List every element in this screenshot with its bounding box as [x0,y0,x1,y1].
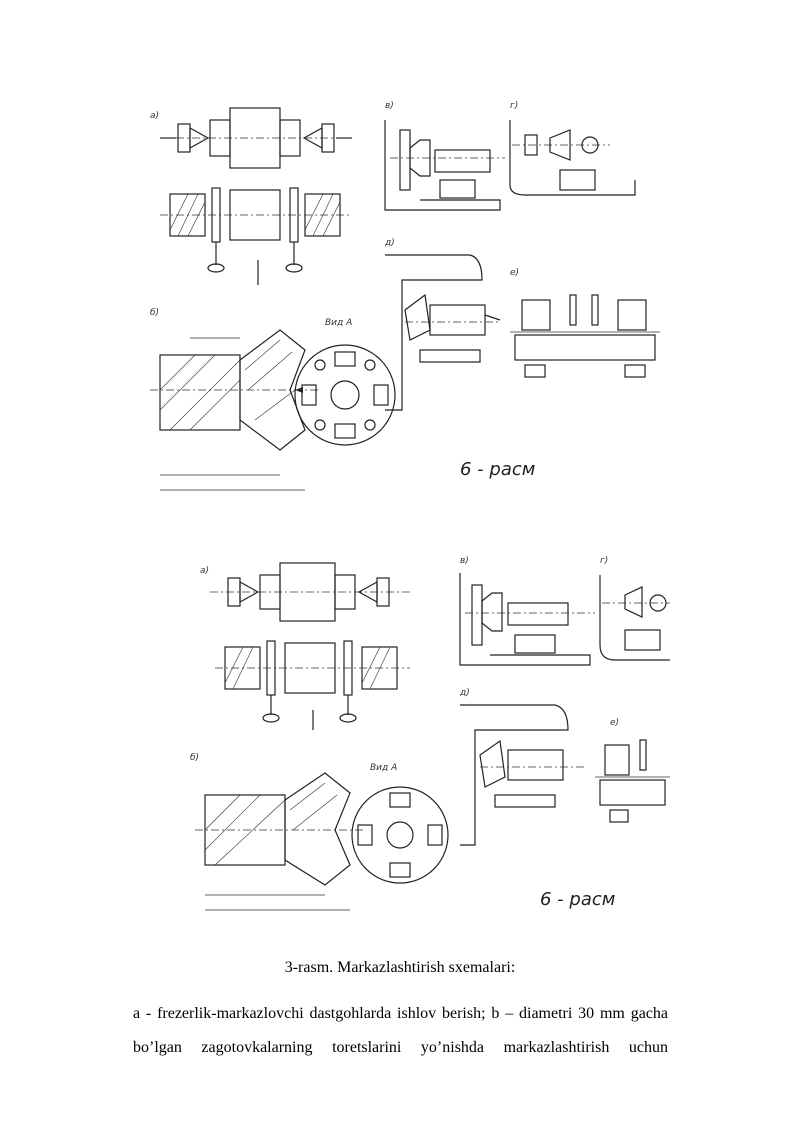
figure-caption: 3-rasm. Markazlashtirish sxemalari: [284,959,516,976]
scheme-v-lathe [459,573,595,666]
label-a: a) [200,566,209,576]
label-g: г) [510,101,518,111]
label-g: г) [600,556,608,566]
scheme-a-upper [160,107,352,169]
scheme-g [599,575,670,661]
paragraph-line-2: bo’lgan zagotovkalarning toretslarini yo… [133,1039,668,1056]
label-b: б) [150,308,159,318]
label-e: е) [610,718,619,728]
scheme-b-chuck [150,329,320,491]
technical-drawing: a) б) [150,101,660,491]
scheme-b-view-a: Вид А [351,763,449,884]
label-d: д) [459,688,470,698]
scheme-d [385,254,501,411]
label-v: в) [385,101,394,111]
label-vid-a: Вид А [370,763,397,773]
figure-centering-schemes-bottom: a) б) [130,545,670,935]
label-d: д) [384,238,395,248]
scheme-b-chuck [195,772,365,911]
scheme-b-view-a: Вид А [294,318,396,446]
label-v: в) [460,556,469,566]
figure-centering-schemes-top: a) б) [130,90,670,510]
paragraph-line-1: a - frezerlik-markazlovchi dastgohlarda … [133,1005,668,1022]
label-a: a) [150,111,159,121]
scheme-g [509,120,636,196]
scheme-v-lathe [384,120,505,211]
scheme-e-machine [510,294,660,378]
rasm-note-bottom: 6 - расм [540,889,615,910]
scheme-a-upper [210,562,410,622]
scheme-a-lower [160,187,350,285]
scheme-a-lower [215,640,410,730]
scheme-d [460,704,585,846]
rasm-note-top: 6 - расм [460,459,535,480]
label-b: б) [190,753,199,763]
technical-drawing-repeat: a) б) [190,556,670,911]
label-vid-a: Вид А [325,318,352,328]
label-e: е) [510,268,519,278]
scheme-e-machine [595,739,670,823]
